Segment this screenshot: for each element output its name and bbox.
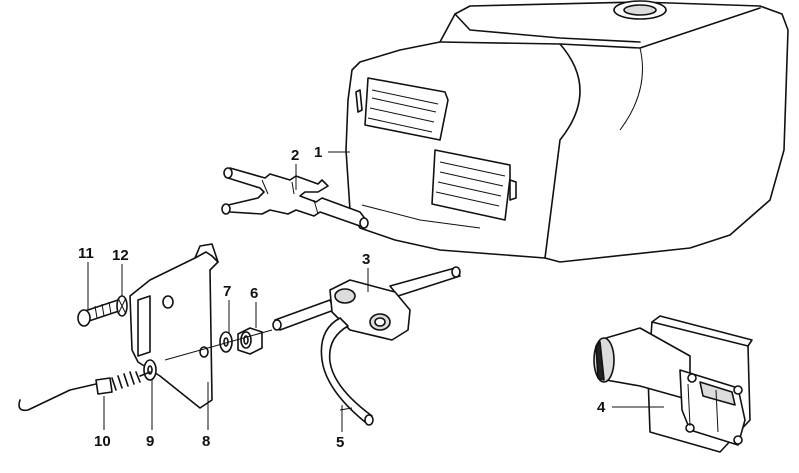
hex-nut <box>237 302 263 355</box>
callout-2: 2 <box>291 147 299 164</box>
tank-recess-lower <box>431 149 517 221</box>
callout-4: 4 <box>597 399 606 416</box>
washer <box>219 300 233 353</box>
washer-pump-valve <box>272 266 461 432</box>
callout-8: 8 <box>202 433 210 450</box>
callout-12: 12 <box>112 247 129 264</box>
washer-pump-motor <box>593 315 753 453</box>
callout-6: 6 <box>250 285 258 302</box>
callout-1: 1 <box>314 144 322 161</box>
spring-rod <box>18 371 151 430</box>
callout-3: 3 <box>362 251 370 268</box>
tank-recess-upper <box>355 77 449 141</box>
t-connector-hose <box>221 164 369 229</box>
mounting-bracket <box>129 243 219 430</box>
callout-5: 5 <box>336 434 344 451</box>
washer-reservoir-tank <box>345 0 789 263</box>
clip-washer <box>143 359 157 430</box>
callout-10: 10 <box>94 433 111 450</box>
callout-9: 9 <box>146 433 154 450</box>
callout-11: 11 <box>78 245 94 262</box>
screw <box>77 262 123 327</box>
callout-7: 7 <box>223 283 231 300</box>
filler-neck <box>613 0 667 20</box>
lock-washer <box>116 264 128 317</box>
